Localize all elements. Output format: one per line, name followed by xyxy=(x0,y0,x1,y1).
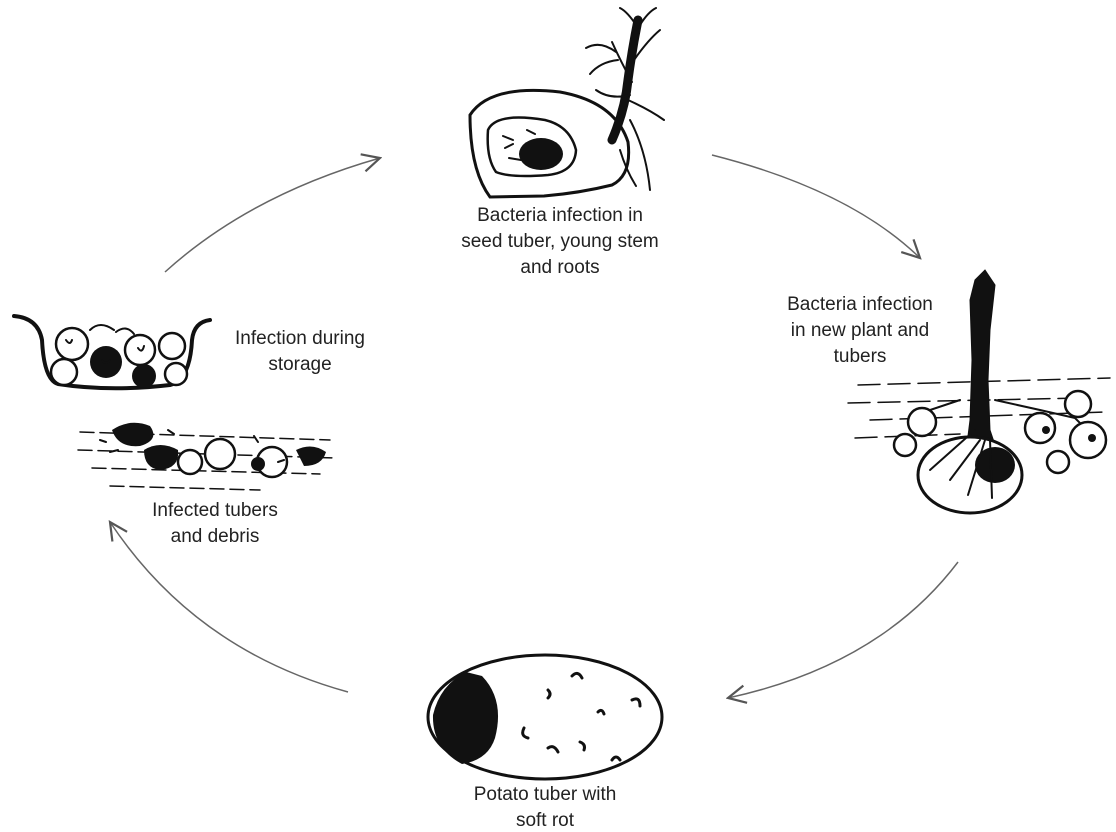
arrow-storage-to-seed xyxy=(165,158,380,272)
arrow-seed-to-new-plant xyxy=(712,155,920,258)
label-storage-infection: Infection during storage xyxy=(200,326,400,378)
arrow-new-plant-to-soft-rot xyxy=(728,562,958,698)
label-seed-tuber-infection: Bacteria infection in seed tuber, young … xyxy=(430,203,690,281)
label-soft-rot-tuber: Potato tuber with soft rot xyxy=(430,782,660,832)
label-new-plant-infection: Bacteria infection in new plant and tube… xyxy=(745,292,975,370)
seed-tuber-illustration xyxy=(470,8,664,197)
debris-illustration xyxy=(78,423,335,490)
label-infected-tubers-debris: Infected tubers and debris xyxy=(110,498,320,550)
soft-rot-tuber-illustration xyxy=(428,655,662,779)
storage-basket-illustration xyxy=(14,316,210,388)
